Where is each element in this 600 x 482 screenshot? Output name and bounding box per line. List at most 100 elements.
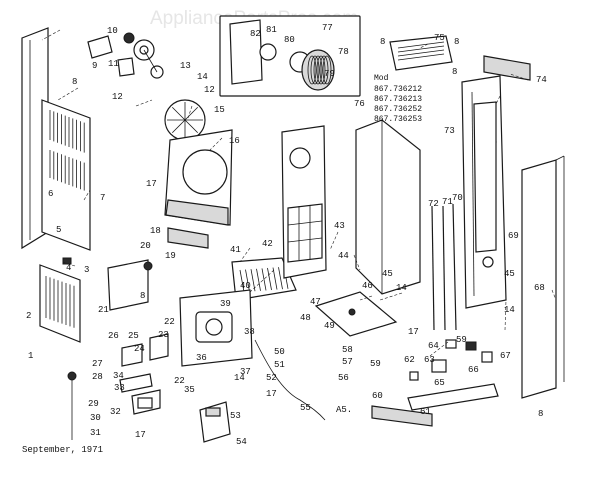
blower-motor-group[interactable]: [87, 32, 164, 79]
callout-c16: 16: [229, 136, 240, 146]
callout-c50: 50: [274, 347, 285, 357]
model-list: Mod 867.736212 867.736213 867.736252 867…: [374, 74, 422, 124]
model-2: 867.736213: [374, 95, 422, 104]
callout-c9: 9: [92, 61, 97, 71]
callout-c64: 64: [428, 341, 439, 351]
callout-c3: 3: [84, 265, 89, 275]
callout-c72: 72: [428, 199, 439, 209]
callout-c8e: 8: [452, 67, 457, 77]
callout-c59a: 59: [370, 359, 381, 369]
callout-c58: 58: [342, 345, 353, 355]
callout-c60: 60: [372, 391, 383, 401]
callout-c57: 57: [342, 357, 353, 367]
callout-c32: 32: [110, 407, 121, 417]
callout-c20: 20: [140, 241, 151, 251]
pilot-tube: [254, 339, 326, 421]
leader-line-2: [83, 189, 91, 201]
callout-c19: 19: [165, 251, 176, 261]
callout-cA5: A5.: [336, 405, 352, 415]
callout-c61: 61: [420, 407, 431, 417]
callout-c47: 47: [310, 297, 321, 307]
callout-c17d: 17: [408, 327, 419, 337]
callout-c26: 26: [108, 331, 119, 341]
callout-c51: 51: [274, 360, 285, 370]
leader-line-1: [57, 87, 79, 101]
burner-plate-47[interactable]: [314, 291, 398, 337]
callout-c36: 36: [196, 353, 207, 363]
callout-c12b: 12: [204, 85, 215, 95]
callout-c82: 82: [250, 29, 261, 39]
blower-fan[interactable]: [164, 99, 206, 141]
callout-c67: 67: [500, 351, 511, 361]
knob-20[interactable]: [143, 261, 153, 271]
callout-c69: 69: [508, 231, 519, 241]
callout-c42: 42: [262, 239, 273, 249]
callout-c12a: 12: [112, 92, 123, 102]
leader-line-15: [429, 341, 449, 357]
base-strip-60[interactable]: [371, 405, 433, 427]
callout-c44: 44: [338, 251, 349, 261]
callout-c21: 21: [98, 305, 109, 315]
grille-clip[interactable]: [62, 257, 72, 265]
thermocouple-parts[interactable]: [67, 333, 169, 440]
trim-strip-74[interactable]: [483, 55, 531, 81]
leader-line-11: [379, 292, 403, 301]
callout-c38: 38: [244, 327, 255, 337]
callout-c80: 80: [284, 35, 295, 45]
callout-c22a: 22: [164, 317, 175, 327]
callout-c55: 55: [300, 403, 311, 413]
callout-c56: 56: [338, 373, 349, 383]
gas-valve[interactable]: [199, 401, 231, 443]
callout-c71: 71: [442, 197, 453, 207]
callout-c7: 7: [100, 193, 105, 203]
limit-switch-parts[interactable]: [409, 339, 493, 381]
callout-c45b: 45: [504, 269, 515, 279]
callout-c14b: 14: [396, 283, 407, 293]
callout-c70: 70: [452, 193, 463, 203]
callout-c54: 54: [236, 437, 247, 447]
leader-line-10: [353, 254, 361, 271]
rear-panel-73[interactable]: [461, 75, 507, 309]
footer-date: September, 1971: [22, 445, 103, 455]
leader-line-8: [249, 269, 275, 293]
mounting-bracket[interactable]: [167, 227, 209, 249]
combustion-chamber-40[interactable]: [179, 289, 253, 367]
right-side-panel-68[interactable]: [521, 155, 565, 399]
callout-c2: 2: [26, 311, 31, 321]
callout-c76: 76: [354, 99, 365, 109]
leader-line-4: [135, 99, 153, 107]
control-panel-21[interactable]: [107, 259, 149, 311]
base-strip-61[interactable]: [407, 383, 499, 411]
callout-c11: 11: [108, 59, 119, 69]
leader-line-3: [61, 261, 76, 267]
callout-c35: 35: [184, 385, 195, 395]
callout-c53: 53: [230, 411, 241, 421]
lower-front-grille[interactable]: [39, 264, 81, 343]
leader-line-6: [209, 137, 223, 151]
callout-c8c: 8: [380, 37, 385, 47]
callout-c17a: 17: [146, 179, 157, 189]
callout-c10: 10: [107, 26, 118, 36]
callout-c49: 49: [324, 321, 335, 331]
leader-line-0: [41, 29, 61, 41]
callout-c24: 24: [134, 344, 145, 354]
callout-c22b: 22: [174, 376, 185, 386]
heat-exchanger-43[interactable]: [281, 125, 327, 279]
model-1: 867.736212: [374, 85, 422, 94]
side-rods[interactable]: [431, 203, 457, 331]
jacket-44[interactable]: [355, 119, 421, 295]
callout-c81: 81: [266, 25, 277, 35]
callout-c37: 37: [240, 367, 251, 377]
callout-c14d: 14: [504, 305, 515, 315]
callout-c33: 33: [114, 383, 125, 393]
callout-c25: 25: [128, 331, 139, 341]
callout-c43: 43: [334, 221, 345, 231]
leader-line-9: [329, 231, 339, 251]
callout-c17c: 17: [266, 389, 277, 399]
callout-c8a: 8: [72, 77, 77, 87]
callout-c63: 63: [424, 355, 435, 365]
blower-housing[interactable]: [164, 129, 233, 226]
upper-front-grille[interactable]: [41, 99, 91, 251]
callout-c66: 66: [468, 365, 479, 375]
